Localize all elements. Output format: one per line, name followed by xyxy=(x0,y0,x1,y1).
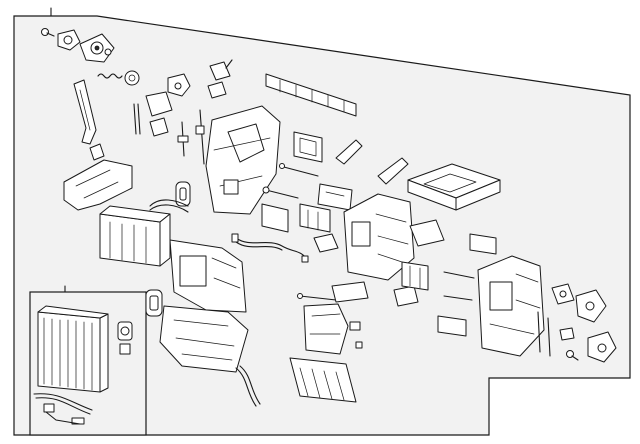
hvac-upper-case xyxy=(205,105,281,215)
actuator-right-mid xyxy=(313,233,339,253)
blend-door-panel xyxy=(407,163,501,211)
link-spring xyxy=(97,73,123,79)
actuator-right-1 xyxy=(551,283,575,305)
vent-door-1 xyxy=(293,131,323,163)
hvac-right-case xyxy=(477,255,545,357)
defroster-duct xyxy=(73,79,97,145)
hvac-center-case xyxy=(343,193,415,281)
air-filter-strip xyxy=(265,73,357,117)
control-cable-2 xyxy=(177,121,189,157)
seal-gasket xyxy=(145,289,163,317)
screw-icon-right xyxy=(566,350,579,361)
clip-right xyxy=(559,327,575,341)
small-door-right xyxy=(437,315,467,337)
control-rod-right xyxy=(443,271,475,301)
rod-right-vertical xyxy=(537,311,551,357)
actuator-small xyxy=(167,73,191,97)
blower-housing xyxy=(159,305,249,373)
wiring-harness xyxy=(231,233,309,263)
mode-door-flap-2 xyxy=(377,157,409,185)
actuator-motor xyxy=(57,29,81,51)
drain-tube xyxy=(33,393,93,425)
grommet-seal xyxy=(175,181,191,207)
actuator-right-3 xyxy=(587,331,617,363)
door-assembly-mid xyxy=(317,183,353,211)
clip-lower xyxy=(349,321,363,349)
filter-frame xyxy=(469,233,497,255)
link-rod-lower xyxy=(297,293,337,301)
vent-door-2 xyxy=(261,203,289,233)
mode-door-lower xyxy=(331,281,369,303)
evaporator-core xyxy=(37,305,109,393)
vent-door-right-1 xyxy=(401,261,429,291)
door-block xyxy=(409,219,445,247)
actuator-arm xyxy=(262,186,299,199)
duct-clip xyxy=(89,143,105,161)
actuator-gear-plate xyxy=(79,33,115,63)
drain-pipe-lower xyxy=(235,365,261,407)
sensor-plug xyxy=(207,81,227,99)
evaporator-inset-panel xyxy=(29,285,147,436)
recirc-door xyxy=(303,303,349,355)
intake-grille xyxy=(289,357,357,403)
screw-icon xyxy=(41,28,55,37)
heater-core xyxy=(99,199,189,267)
actuator-right-2 xyxy=(575,289,607,323)
control-rod xyxy=(279,163,319,177)
mode-door-flap xyxy=(335,139,363,165)
bracket-lower xyxy=(393,285,419,307)
control-cable-1 xyxy=(133,103,141,135)
hvac-lower-case-left xyxy=(169,239,247,313)
bracket-small xyxy=(145,91,173,137)
floor-duct-left xyxy=(63,159,133,211)
expansion-valve xyxy=(117,321,133,355)
vent-door-3 xyxy=(299,203,331,233)
gear-wheel xyxy=(124,70,140,86)
clip-pin xyxy=(195,109,205,165)
connector-clip xyxy=(209,59,233,81)
